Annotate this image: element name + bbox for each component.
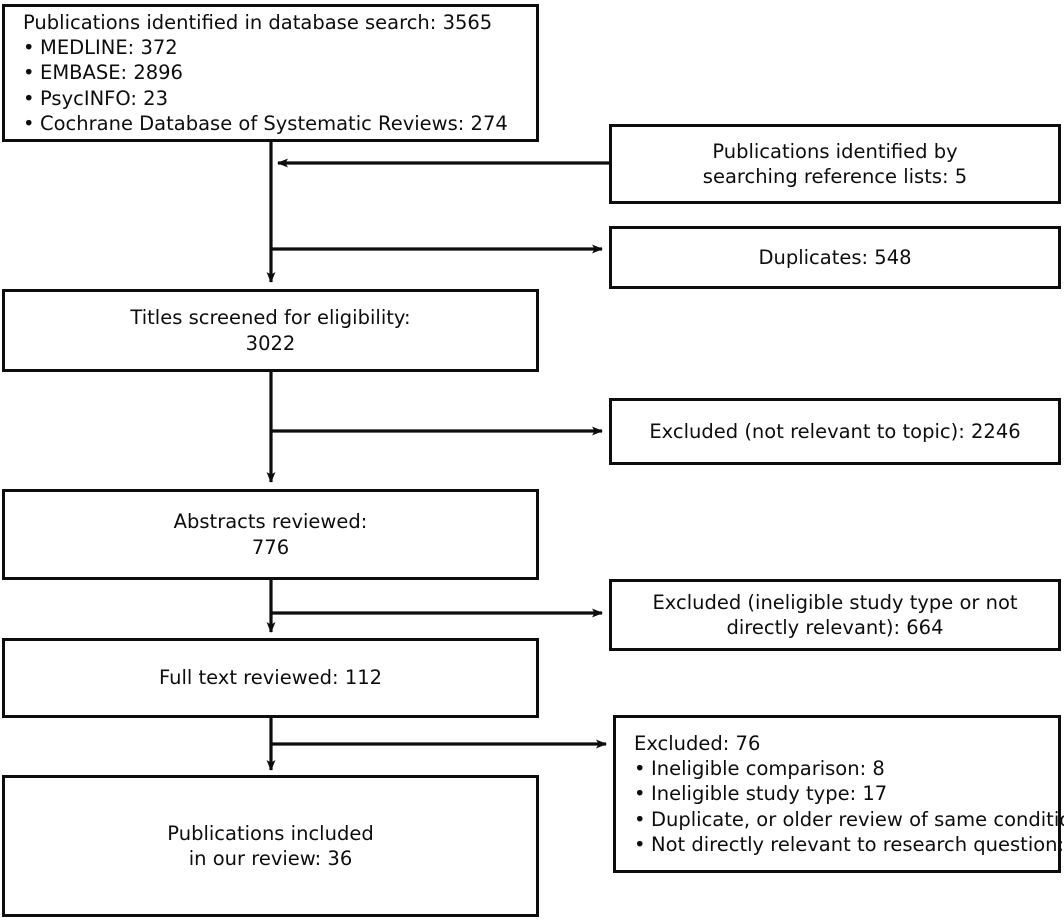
node-excluded-ineligible: Excluded (ineligible study type or not d… xyxy=(609,579,1061,651)
excluded-not-relevant-text: Excluded (not relevant to topic): 2246 xyxy=(649,419,1021,443)
identified-heading: Publications identified in database sear… xyxy=(23,10,493,34)
node-abstracts-reviewed: Abstracts reviewed: 776 xyxy=(2,489,539,580)
list-item: EMBASE: 2896 xyxy=(23,60,508,86)
excluded-ineligible-text: Excluded (ineligible study type or not d… xyxy=(652,590,1018,639)
excluded-final-heading: Excluded: 76 xyxy=(634,731,761,755)
node-excluded-not-relevant: Excluded (not relevant to topic): 2246 xyxy=(609,398,1061,465)
node-reference-lists: Publications identified by searching ref… xyxy=(609,124,1061,204)
duplicates-text: Duplicates: 548 xyxy=(758,245,912,269)
reference-lists-text: Publications identified by searching ref… xyxy=(702,139,968,188)
node-publications-included: Publications included in our review: 36 xyxy=(2,775,539,917)
titles-screened-text: Titles screened for eligibility: 3022 xyxy=(130,306,411,355)
list-item: MEDLINE: 372 xyxy=(23,35,508,61)
list-item: Duplicate, or older review of same condi… xyxy=(634,807,1064,833)
list-item: PsycINFO: 23 xyxy=(23,86,508,112)
node-duplicates: Duplicates: 548 xyxy=(609,226,1061,289)
publications-included-text: Publications included in our review: 36 xyxy=(167,821,374,870)
full-text-reviewed-text: Full text reviewed: 112 xyxy=(158,666,383,690)
node-publications-identified: Publications identified in database sear… xyxy=(2,4,539,142)
excluded-final-reason-list: Ineligible comparison: 8 Ineligible stud… xyxy=(616,756,1064,858)
abstracts-reviewed-text: Abstracts reviewed: 776 xyxy=(173,510,368,559)
node-excluded-final: Excluded: 76 Ineligible comparison: 8 In… xyxy=(613,715,1064,873)
list-item: Cochrane Database of Systematic Reviews:… xyxy=(23,111,508,137)
node-titles-screened: Titles screened for eligibility: 3022 xyxy=(2,289,539,372)
identified-source-list: MEDLINE: 372 EMBASE: 2896 PsycINFO: 23 C… xyxy=(5,35,508,137)
list-item: Ineligible comparison: 8 xyxy=(634,756,1064,782)
list-item: Ineligible study type: 17 xyxy=(634,781,1064,807)
list-item: Not directly relevant to research questi… xyxy=(634,832,1064,858)
node-full-text-reviewed: Full text reviewed: 112 xyxy=(2,638,539,718)
